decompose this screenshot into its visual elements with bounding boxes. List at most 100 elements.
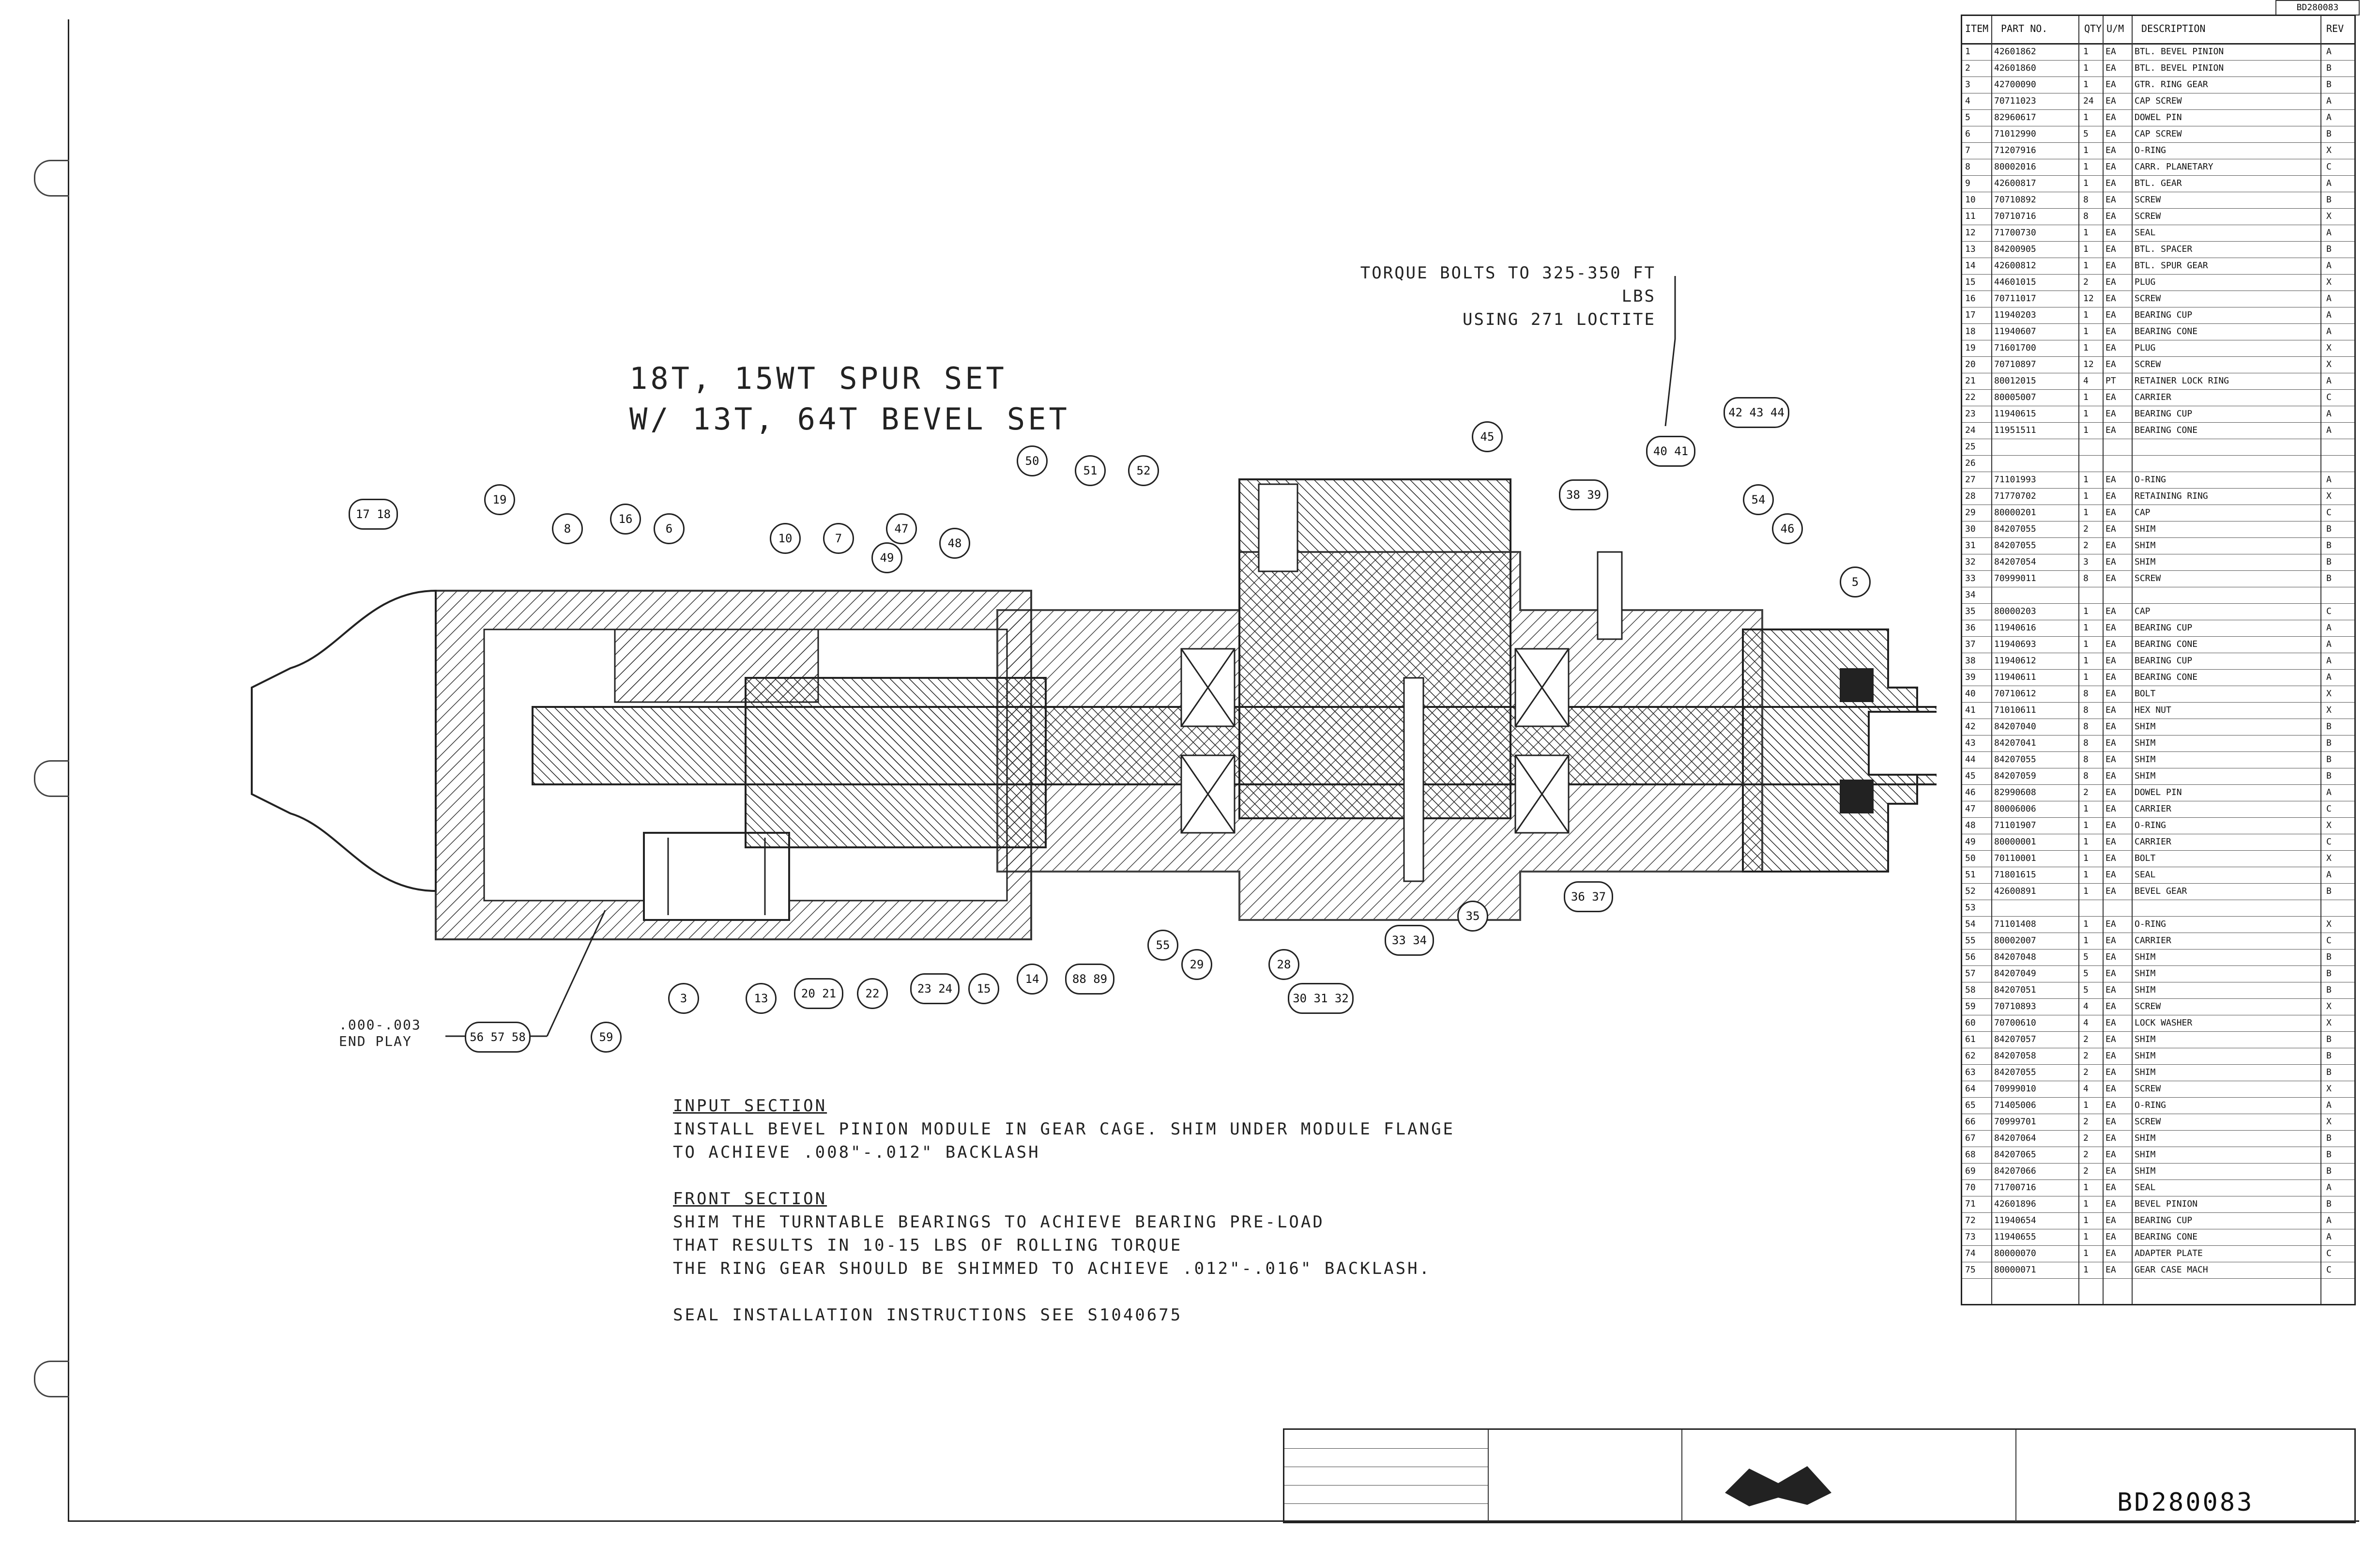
item-cell: 14 xyxy=(1965,260,1976,271)
item-cell: 1 xyxy=(1965,46,1970,57)
description-cell: PLUG xyxy=(2135,343,2156,353)
item-cell: 67 xyxy=(1965,1133,1976,1143)
part-no-cell: 84207057 xyxy=(1994,1034,2036,1044)
qty-cell: 2 xyxy=(2083,1133,2089,1143)
rev-cell: B xyxy=(2326,195,2332,205)
item-cell: 8 xyxy=(1965,162,1970,172)
um-cell: EA xyxy=(2105,656,2116,666)
qty-cell: 8 xyxy=(2083,738,2089,748)
um-cell: EA xyxy=(2105,1232,2116,1242)
rev-cell: X xyxy=(2326,1018,2332,1028)
header-qty: QTY xyxy=(2084,23,2102,34)
item-cell: 50 xyxy=(1965,853,1976,863)
um-cell: EA xyxy=(2105,689,2116,699)
qty-cell: 8 xyxy=(2083,211,2089,221)
um-cell: EA xyxy=(2105,343,2116,353)
description-cell: BEARING CONE xyxy=(2135,1232,2198,1242)
item-cell: 5 xyxy=(1965,112,1970,123)
um-cell: EA xyxy=(2105,705,2116,715)
callout-30-31-32: 30 31 32 xyxy=(1288,983,1354,1014)
rev-cell: B xyxy=(2326,721,2332,732)
rev-cell: C xyxy=(2326,935,2332,946)
callout-8: 8 xyxy=(552,513,583,544)
title-block: BD280083 xyxy=(1283,1428,2356,1523)
part-no-cell: 80000203 xyxy=(1994,606,2036,616)
callout-55: 55 xyxy=(1147,930,1178,961)
part-no-cell: 11940693 xyxy=(1994,639,2036,649)
description-cell: LOCK WASHER xyxy=(2135,1018,2193,1028)
item-cell: 19 xyxy=(1965,343,1976,353)
drawing-number: BD280083 xyxy=(2117,1488,2254,1517)
callout-40-41: 40 41 xyxy=(1646,436,1695,467)
input-section-heading: INPUT SECTION xyxy=(673,1096,827,1116)
rev-cell: B xyxy=(2326,557,2332,567)
part-no-cell: 80005007 xyxy=(1994,392,2036,402)
qty-cell: 2 xyxy=(2083,1149,2089,1160)
description-cell: BEARING CONE xyxy=(2135,425,2198,435)
item-cell: 43 xyxy=(1965,738,1976,748)
rev-cell: B xyxy=(2326,738,2332,748)
description-cell: SHIM xyxy=(2135,1034,2156,1044)
item-cell: 17 xyxy=(1965,310,1976,320)
description-cell: SHIM xyxy=(2135,771,2156,781)
part-no-cell: 80002007 xyxy=(1994,935,2036,946)
item-cell: 69 xyxy=(1965,1166,1976,1176)
item-cell: 75 xyxy=(1965,1265,1976,1275)
um-cell: EA xyxy=(2105,573,2116,583)
part-no-cell: 70999010 xyxy=(1994,1084,2036,1094)
qty-cell: 4 xyxy=(2083,1084,2089,1094)
description-cell: CAP xyxy=(2135,606,2151,616)
description-cell: RETAINING RING xyxy=(2135,491,2208,501)
rev-cell: X xyxy=(2326,145,2332,155)
front-note-line-3: THE RING GEAR SHOULD BE SHIMMED TO ACHIE… xyxy=(673,1259,1432,1278)
qty-cell: 1 xyxy=(2083,672,2089,682)
rev-cell: A xyxy=(2326,326,2332,337)
description-cell: SHIM xyxy=(2135,1067,2156,1077)
description-cell: O-RING xyxy=(2135,1100,2166,1110)
drawing-title: 18T, 15WT SPUR SET W/ 13T, 64T BEVEL SET xyxy=(629,358,1070,440)
part-no-cell: 70710892 xyxy=(1994,195,2036,205)
item-cell: 47 xyxy=(1965,804,1976,814)
part-no-cell: 71700730 xyxy=(1994,228,2036,238)
rev-cell: B xyxy=(2326,1067,2332,1077)
rev-cell: B xyxy=(2326,771,2332,781)
qty-cell: 1 xyxy=(2083,804,2089,814)
item-cell: 23 xyxy=(1965,409,1976,419)
um-cell: EA xyxy=(2105,178,2116,188)
um-cell: EA xyxy=(2105,46,2116,57)
qty-cell: 5 xyxy=(2083,129,2089,139)
item-cell: 45 xyxy=(1965,771,1976,781)
qty-cell: 1 xyxy=(2083,79,2089,90)
part-no-cell: 71207916 xyxy=(1994,145,2036,155)
rev-cell: A xyxy=(2326,623,2332,633)
callout-88-89: 88 89 xyxy=(1065,964,1114,995)
description-cell: SCREW xyxy=(2135,1001,2161,1011)
part-no-cell: 42601860 xyxy=(1994,63,2036,73)
item-cell: 29 xyxy=(1965,507,1976,518)
qty-cell: 1 xyxy=(2083,623,2089,633)
part-no-cell: 84207041 xyxy=(1994,738,2036,748)
rev-cell: A xyxy=(2326,112,2332,123)
table-row: 26 xyxy=(1962,456,2354,472)
item-cell: 15 xyxy=(1965,277,1976,287)
description-cell: PLUG xyxy=(2135,277,2156,287)
qty-cell: 1 xyxy=(2083,260,2089,271)
description-cell: DOWEL PIN xyxy=(2135,787,2182,797)
um-cell: EA xyxy=(2105,491,2116,501)
part-no-cell: 70710897 xyxy=(1994,359,2036,369)
callout-46: 46 xyxy=(1772,513,1803,544)
item-cell: 37 xyxy=(1965,639,1976,649)
qty-cell: 2 xyxy=(2083,1034,2089,1044)
part-no-cell: 70700610 xyxy=(1994,1018,2036,1028)
part-no-cell: 71801615 xyxy=(1994,870,2036,880)
